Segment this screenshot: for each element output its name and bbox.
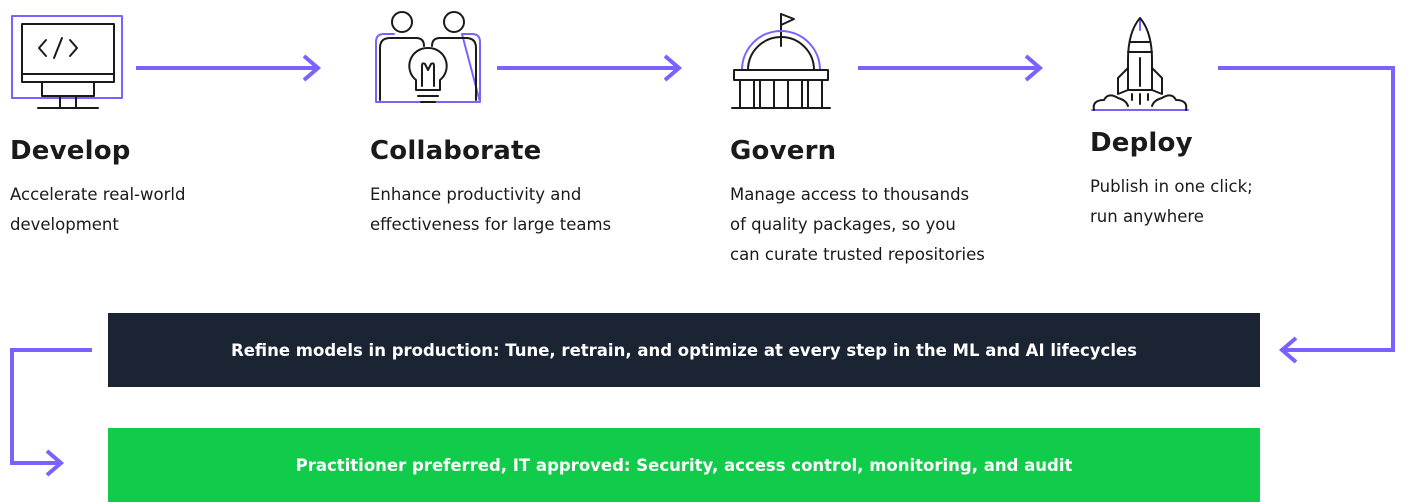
arrow-line-deploy-to-refine	[1218, 66, 1395, 364]
step-desc-line: effectiveness for large teams	[370, 215, 612, 234]
step-desc-govern: Manage access to thousands of quality pa…	[730, 180, 985, 270]
refine-models-banner: Refine models in production: Tune, retra…	[108, 313, 1260, 387]
arrow-line-3	[858, 54, 1044, 82]
step-desc-line: of quality packages, so you	[730, 215, 956, 234]
step-desc-line: Accelerate real-world	[10, 185, 186, 204]
team-lightbulb-icon	[368, 8, 488, 112]
step-desc-line: Publish in one click;	[1090, 177, 1253, 196]
practitioner-preferred-banner: Practitioner preferred, IT approved: Sec…	[108, 428, 1260, 502]
step-title-develop: Develop	[10, 136, 131, 166]
step-desc-deploy: Publish in one click; run anywhere	[1090, 172, 1253, 232]
arrow-line-2	[497, 54, 683, 82]
rocket-launch-icon	[1082, 6, 1198, 118]
step-title-govern: Govern	[730, 136, 837, 166]
arrow-line-1	[136, 54, 322, 82]
step-desc-develop: Accelerate real-world development	[10, 180, 185, 240]
step-desc-line: run anywhere	[1090, 207, 1204, 226]
step-desc-line: can curate trusted repositories	[730, 245, 985, 264]
step-desc-line: development	[10, 215, 119, 234]
step-desc-line: Manage access to thousands	[730, 185, 970, 204]
arrow-line-refine-to-practitioner	[10, 348, 92, 477]
step-title-collaborate: Collaborate	[370, 136, 542, 166]
monitor-code-icon	[8, 8, 128, 120]
step-title-deploy: Deploy	[1090, 128, 1193, 158]
step-desc-collaborate: Enhance productivity and effectiveness f…	[370, 180, 611, 240]
step-desc-line: Enhance productivity and	[370, 185, 582, 204]
capitol-building-icon	[728, 8, 834, 114]
